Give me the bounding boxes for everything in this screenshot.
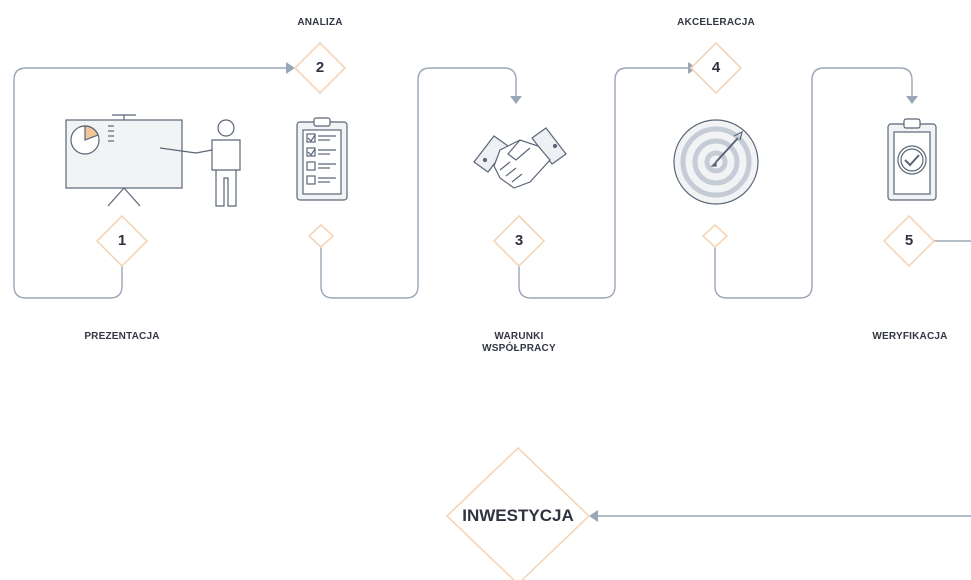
arrowhead-to-3	[510, 96, 522, 104]
connector-lines	[13, 67, 971, 517]
diamond-step-3	[492, 214, 546, 268]
step-label-4: AKCELERACJA	[677, 17, 755, 28]
step-number-3: 3	[514, 232, 524, 249]
diamond-step-5	[882, 214, 936, 268]
step-label-2: ANALIZA	[297, 17, 343, 28]
diamond-investment	[445, 446, 591, 580]
step-number-5: 5	[904, 232, 914, 249]
clipboard-check-icon	[887, 118, 937, 201]
target-dart-icon	[673, 119, 759, 205]
handshake-icon	[473, 127, 567, 189]
step-label-3-line-1: WARUNKI	[494, 331, 544, 342]
arrowhead-to-5	[906, 96, 918, 104]
connector-1-to-2	[13, 67, 286, 299]
diamond-small-2	[307, 223, 335, 249]
arrowheads	[286, 62, 918, 522]
arrowhead-to-2	[286, 62, 295, 74]
diamond-small-4	[701, 223, 729, 249]
connector-3-to-4	[518, 67, 688, 299]
arrowhead-to-investment	[589, 510, 598, 522]
presentation-icon	[65, 114, 241, 207]
step-label-5: WERYFIKACJA	[872, 331, 948, 342]
diamonds	[95, 41, 936, 580]
step-number-1: 1	[117, 232, 127, 249]
investment-label: INWESTYCJA	[462, 506, 574, 525]
step-label-1: PREZENTACJA	[84, 331, 160, 342]
step-label-3: WARUNKI WSPÓŁPRACY	[459, 331, 579, 355]
connector-4-to-5	[714, 67, 913, 299]
clipboard-checklist-icon	[296, 117, 348, 201]
step-label-3-line-2: WSPÓŁPRACY	[482, 343, 556, 354]
diamond-step-2	[293, 41, 347, 95]
diamond-step-1	[95, 214, 149, 268]
step-number-4: 4	[711, 59, 721, 76]
connector-2-to-3	[320, 67, 517, 299]
diamond-step-4	[689, 41, 743, 95]
step-number-2: 2	[315, 59, 325, 76]
